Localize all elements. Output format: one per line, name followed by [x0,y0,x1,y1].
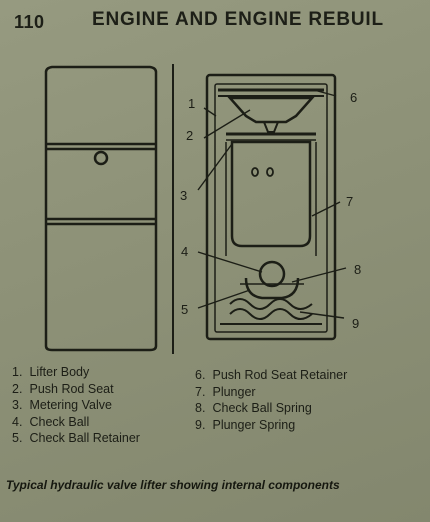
lifter-diagram: 1 2 3 4 5 6 7 8 9 [44,64,361,354]
figure-caption: Typical hydraulic valve lifter showing i… [6,478,340,492]
legend-item: 4. Check Ball [12,414,90,429]
lifter-exterior-view [44,65,158,352]
legend-item: 3. Metering Valve [12,398,112,412]
plunger-spring [229,298,313,310]
plunger [230,140,312,248]
legend-item: 2. Push Rod Seat [12,381,114,396]
legend-item: 7. Plunger [195,384,256,399]
callout-4: 4 [181,244,188,259]
check-ball-retainer [244,277,300,300]
callout-1: 1 [188,96,195,111]
callout-2: 2 [186,128,193,143]
legend-item: 9. Plunger Spring [195,417,296,432]
page-header: 110 ENGINE AND ENGINE REBUIL [0,0,430,40]
legend-left: 1. Lifter Body 2. Push Rod Seat 3. Meter… [12,364,140,447]
page-title: ENGINE AND ENGINE REBUIL [92,9,384,30]
legend-item: 1. Lifter Body [12,365,90,379]
lifter-cutaway-view [205,73,337,341]
leader-lines [197,89,347,319]
callout-5: 5 [181,302,188,317]
callout-8: 8 [354,262,361,277]
callout-3: 3 [180,188,187,203]
check-ball [258,260,286,288]
push-rod-seat [227,96,315,124]
callout-9: 9 [352,316,359,331]
page-number: 110 [14,12,45,32]
legend-right: 6. Push Rod Seat Retainer 7. Plunger 8. … [195,367,347,433]
legend-item: 6. Push Rod Seat Retainer [195,368,348,382]
oil-hole [93,150,109,166]
callout-6: 6 [350,90,357,105]
callout-7: 7 [346,194,353,209]
legend-item: 5. Check Ball Retainer [12,431,140,445]
legend-item: 8. Check Ball Spring [195,401,312,415]
lifter-body [205,73,337,341]
